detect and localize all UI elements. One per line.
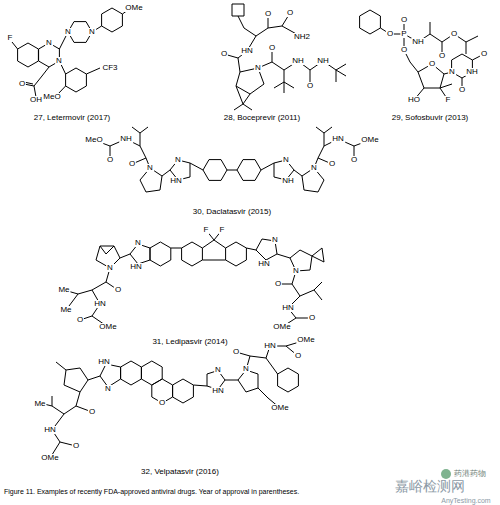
atom-label: O: [306, 82, 314, 90]
atom-label: O: [400, 46, 408, 54]
atom-label: HN: [129, 263, 143, 271]
atom-label: HN: [211, 387, 225, 395]
atom-label: OMe: [270, 404, 289, 412]
atom-label: N: [55, 57, 63, 65]
atom-label: O: [264, 10, 272, 18]
watermark: 嘉峪检测网: [395, 479, 465, 493]
watermark-account: 药港药物: [454, 470, 486, 478]
atom-label: N: [146, 164, 154, 172]
atom-label: F: [7, 34, 14, 42]
atom-label: OH: [29, 96, 43, 104]
atom-label: F: [203, 226, 210, 234]
atom-label: HN: [43, 426, 57, 434]
atom-label: OMe: [296, 336, 315, 344]
atom-label: F: [445, 96, 452, 104]
compound-label: 29, Sofosbuvir (2013): [392, 114, 469, 122]
atom-label: MeO: [42, 93, 61, 101]
atom-label: O: [106, 156, 114, 164]
atom-label: O: [268, 44, 276, 52]
atom-label: O: [76, 316, 84, 324]
atom-label: O: [286, 9, 294, 17]
atom-label: N: [104, 385, 112, 393]
atom-label: OMe: [124, 4, 143, 12]
atom-label: O: [274, 280, 282, 288]
atom-label: MeO: [84, 136, 103, 144]
atom-label: OMe: [98, 323, 117, 331]
atom-label: HN: [169, 177, 183, 185]
atom-label: HN: [240, 47, 254, 55]
atom-label: F: [219, 226, 226, 234]
atom-label: OMe: [40, 454, 59, 462]
atom-label: O: [308, 314, 316, 322]
atom-label: N: [214, 366, 222, 374]
atom-label: N: [106, 264, 114, 272]
atom-label: Me: [33, 400, 46, 408]
atom-label: HN: [97, 358, 111, 366]
atom-label: N: [254, 64, 262, 72]
atom-label: N: [310, 164, 318, 172]
atom-label: O: [128, 160, 136, 168]
atom-label: O: [480, 50, 488, 58]
atom-label: N: [45, 39, 53, 47]
watermark-url: AnyTesting.com: [441, 497, 490, 504]
atom-label: O: [88, 408, 96, 416]
atom-label: O: [114, 286, 122, 294]
atom-label: NH: [316, 57, 330, 65]
atom-label: NH: [291, 57, 305, 65]
atom-label: Me: [57, 286, 70, 294]
atom-label: O: [458, 86, 466, 94]
atom-label: N: [271, 236, 279, 244]
atom-label: N: [242, 365, 250, 373]
atom-label: N: [134, 239, 142, 247]
atom-label: OMe: [360, 136, 379, 144]
atom-label: OMe: [272, 323, 291, 331]
atom-label: HN: [257, 260, 271, 268]
figure-caption: Figure 11. Examples of recently FDA-appr…: [4, 488, 299, 495]
atom-label: O: [158, 399, 166, 407]
atom-label: O: [72, 442, 80, 450]
atom-label: O: [386, 30, 394, 38]
atom-label: HN: [93, 300, 107, 308]
atom-label: O: [328, 160, 336, 168]
compound-label: 32, Velpatasvir (2016): [141, 468, 219, 476]
atom-label: N: [282, 156, 290, 164]
compound-label: 27, Letermovir (2017): [34, 114, 110, 122]
atom-label: O: [18, 80, 26, 88]
atom-label: NH: [281, 177, 295, 185]
atom-label: O: [294, 352, 302, 360]
compound-label: 30, Daclatasvir (2015): [193, 208, 271, 216]
atom-label: HN: [263, 342, 277, 350]
atom-label: O: [450, 30, 458, 38]
atom-label: NH: [411, 38, 425, 46]
atom-label: O: [350, 156, 358, 164]
compound-label: 28, Boceprevir (2011): [224, 114, 300, 122]
atom-label: O: [428, 60, 436, 68]
atom-label: NH2: [293, 33, 311, 41]
atom-label: O: [232, 348, 240, 356]
atom-label: HO: [407, 96, 421, 104]
atom-label: Me: [59, 306, 72, 314]
atom-label: N: [88, 28, 96, 36]
atom-label: O: [400, 16, 408, 24]
atom-label: N: [292, 267, 300, 275]
atom-label: N: [174, 156, 182, 164]
atom-label: HN: [331, 135, 345, 143]
compound-label: 31, Ledipasvir (2014): [152, 338, 227, 346]
atom-label: NH: [119, 135, 133, 143]
atom-label: HN: [281, 304, 295, 312]
atom-label: N: [448, 68, 456, 76]
atom-label: P: [400, 30, 407, 38]
atom-label: O: [220, 50, 228, 58]
atom-label: O: [438, 52, 446, 60]
atom-label: NH: [465, 68, 479, 76]
atom-label: N: [64, 28, 72, 36]
atom-label: CF3: [101, 64, 118, 72]
